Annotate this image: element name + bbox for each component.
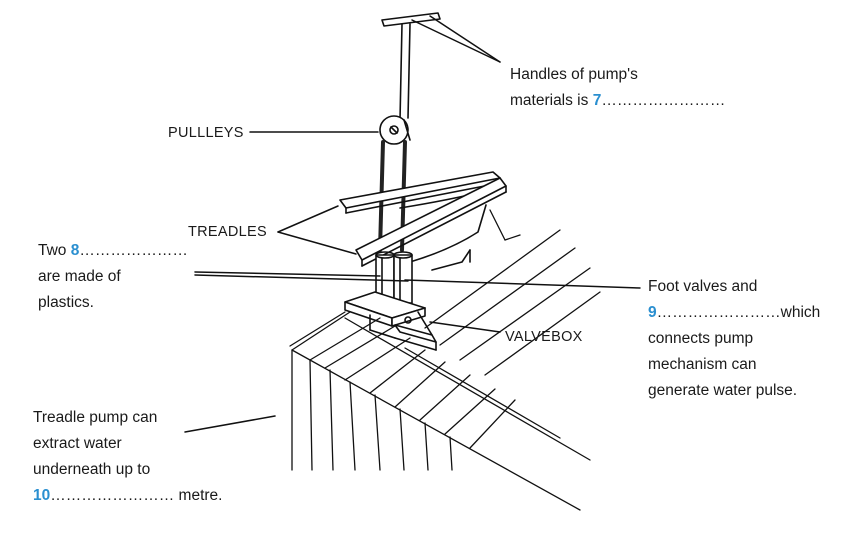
two-line3: plastics. <box>38 294 94 311</box>
pulley <box>379 115 411 145</box>
question-10-number: 10 <box>33 487 51 504</box>
foot-line1: Foot valves and <box>648 278 758 295</box>
treadles-label: TREADLES <box>188 224 267 240</box>
pulleys-label: PULLLEYS <box>168 125 244 141</box>
handles-label: Handles of pump's materials is 7…………………… <box>510 62 725 114</box>
two-prefix: Two <box>38 242 71 259</box>
treadle-line1: Treadle pump can <box>33 409 158 426</box>
question-8-blank: ………………… <box>79 242 188 259</box>
two-line1: Two 8………………… <box>38 238 188 264</box>
question-9-blank: …………………… <box>656 304 781 321</box>
treadle-line4: 10…………………… metre. <box>33 483 222 509</box>
handles-line1: Handles of pump's <box>510 66 638 83</box>
foot-line3: connects pump <box>648 330 754 347</box>
well-structure <box>289 209 601 511</box>
treadle-line3: underneath up to <box>33 461 151 478</box>
handle <box>381 12 441 121</box>
treadle-metre: metre. <box>174 487 223 504</box>
question-8-number: 8 <box>70 242 80 259</box>
valvebox-label: VALVEBOX <box>505 329 583 345</box>
question-9-number: 9 <box>648 304 657 321</box>
foot-line5: generate water pulse. <box>648 382 798 399</box>
foot-line4: mechanism can <box>648 356 757 373</box>
cylinders <box>375 251 413 304</box>
two-plastics-label: Two 8………………… are made of plastics. <box>38 238 188 316</box>
treadle-pump-label: Treadle pump can extract water underneat… <box>33 405 222 509</box>
handles-prefix: materials is <box>510 92 593 109</box>
question-10-blank: …………………… <box>50 487 175 504</box>
foot-which: which <box>780 304 821 321</box>
valve-box <box>344 291 437 351</box>
question-7-blank: …………………… <box>601 92 726 109</box>
foot-line2: 9……………………which <box>648 300 820 326</box>
handles-line2: materials is 7…………………… <box>510 88 725 114</box>
two-line2: are made of <box>38 268 121 285</box>
lower-treadle <box>355 177 507 267</box>
treadle-line2: extract water <box>33 435 122 452</box>
foot-valves-label: Foot valves and 9……………………which connects … <box>648 274 820 404</box>
pointer-lines <box>184 15 641 433</box>
question-7-number: 7 <box>592 92 602 109</box>
